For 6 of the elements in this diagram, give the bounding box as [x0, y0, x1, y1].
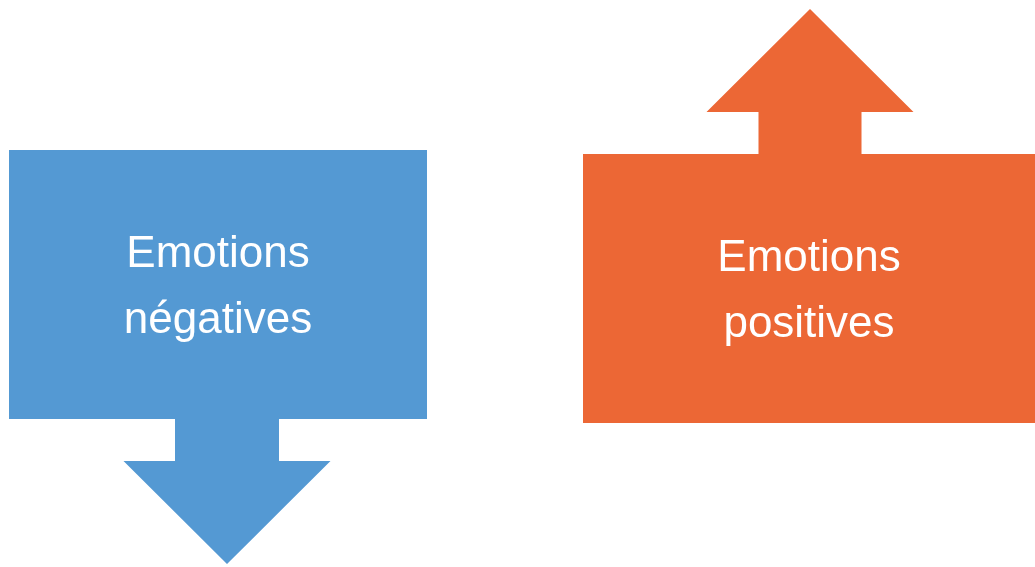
process-box: [9, 150, 427, 419]
box-label: Emotions négatives: [123, 226, 313, 342]
process-box: [583, 154, 1035, 423]
block-arrow: [123, 419, 331, 564]
block-arrow: [706, 9, 914, 154]
box-label: Emotions positives: [717, 230, 901, 346]
